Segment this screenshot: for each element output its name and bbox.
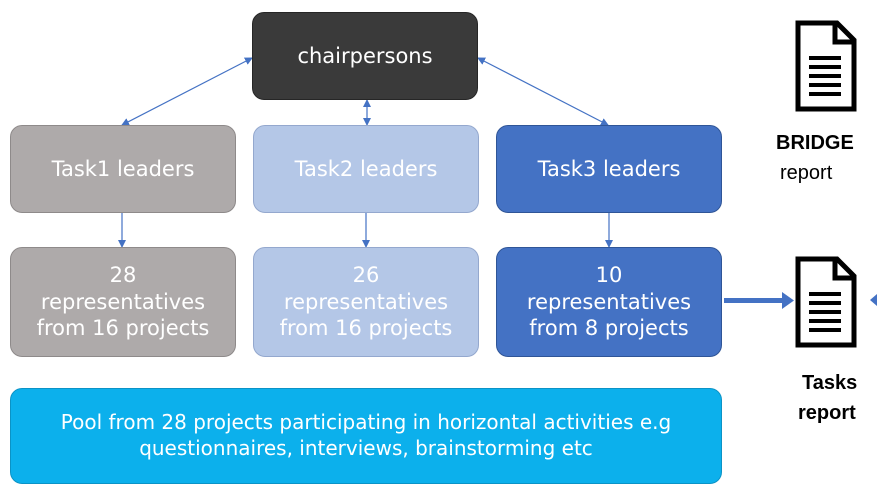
task2-leaders-label: Task2 leaders xyxy=(294,156,438,181)
representatives-label: representatives xyxy=(526,289,692,314)
representatives-projects: from 8 projects xyxy=(529,316,689,341)
task2-leaders-box: Task2 leaders xyxy=(253,125,479,213)
bridge-report-title: BRIDGE xyxy=(776,132,854,154)
bridge-report-document-icon xyxy=(795,20,857,112)
task2-representatives-box: 26 representatives from 16 projects xyxy=(253,247,479,357)
tasks-report-document-icon xyxy=(795,256,857,348)
representatives-count: 26 xyxy=(352,262,380,287)
arrow-chair-task1 xyxy=(121,57,253,126)
pool-box: Pool from 28 projects participating in h… xyxy=(10,388,722,484)
bridge-report-subtitle: report xyxy=(780,162,833,184)
task3-leaders-box: Task3 leaders xyxy=(496,125,722,213)
tasks-report-title: Tasks xyxy=(802,372,858,394)
arrow-chair-task3 xyxy=(477,57,609,126)
chairpersons-box: chairpersons xyxy=(252,12,478,100)
task3-leaders-label: Task3 leaders xyxy=(537,156,681,181)
tasks-report-subtitle: report xyxy=(798,402,856,424)
representatives-label: representatives xyxy=(40,289,206,314)
representatives-label: representatives xyxy=(283,289,449,314)
representatives-projects: from 16 projects xyxy=(36,316,210,341)
arrow-right-edge-head xyxy=(870,294,877,306)
representatives-projects: from 16 projects xyxy=(279,316,453,341)
arrow-reps3-tasks-report xyxy=(724,298,782,303)
arrow-reps3-tasks-report-head xyxy=(782,292,794,309)
task1-leaders-box: Task1 leaders xyxy=(10,125,236,213)
pool-line-1: Pool from 28 projects participating in h… xyxy=(60,410,672,435)
chairpersons-label: chairpersons xyxy=(297,43,433,68)
pool-line-2: questionnaires, interviews, brainstormin… xyxy=(139,436,593,460)
task3-representatives-box: 10 representatives from 8 projects xyxy=(496,247,722,357)
task1-leaders-label: Task1 leaders xyxy=(51,156,195,181)
representatives-count: 10 xyxy=(595,262,623,287)
task1-representatives-box: 28 representatives from 16 projects xyxy=(10,247,236,357)
representatives-count: 28 xyxy=(109,262,137,287)
